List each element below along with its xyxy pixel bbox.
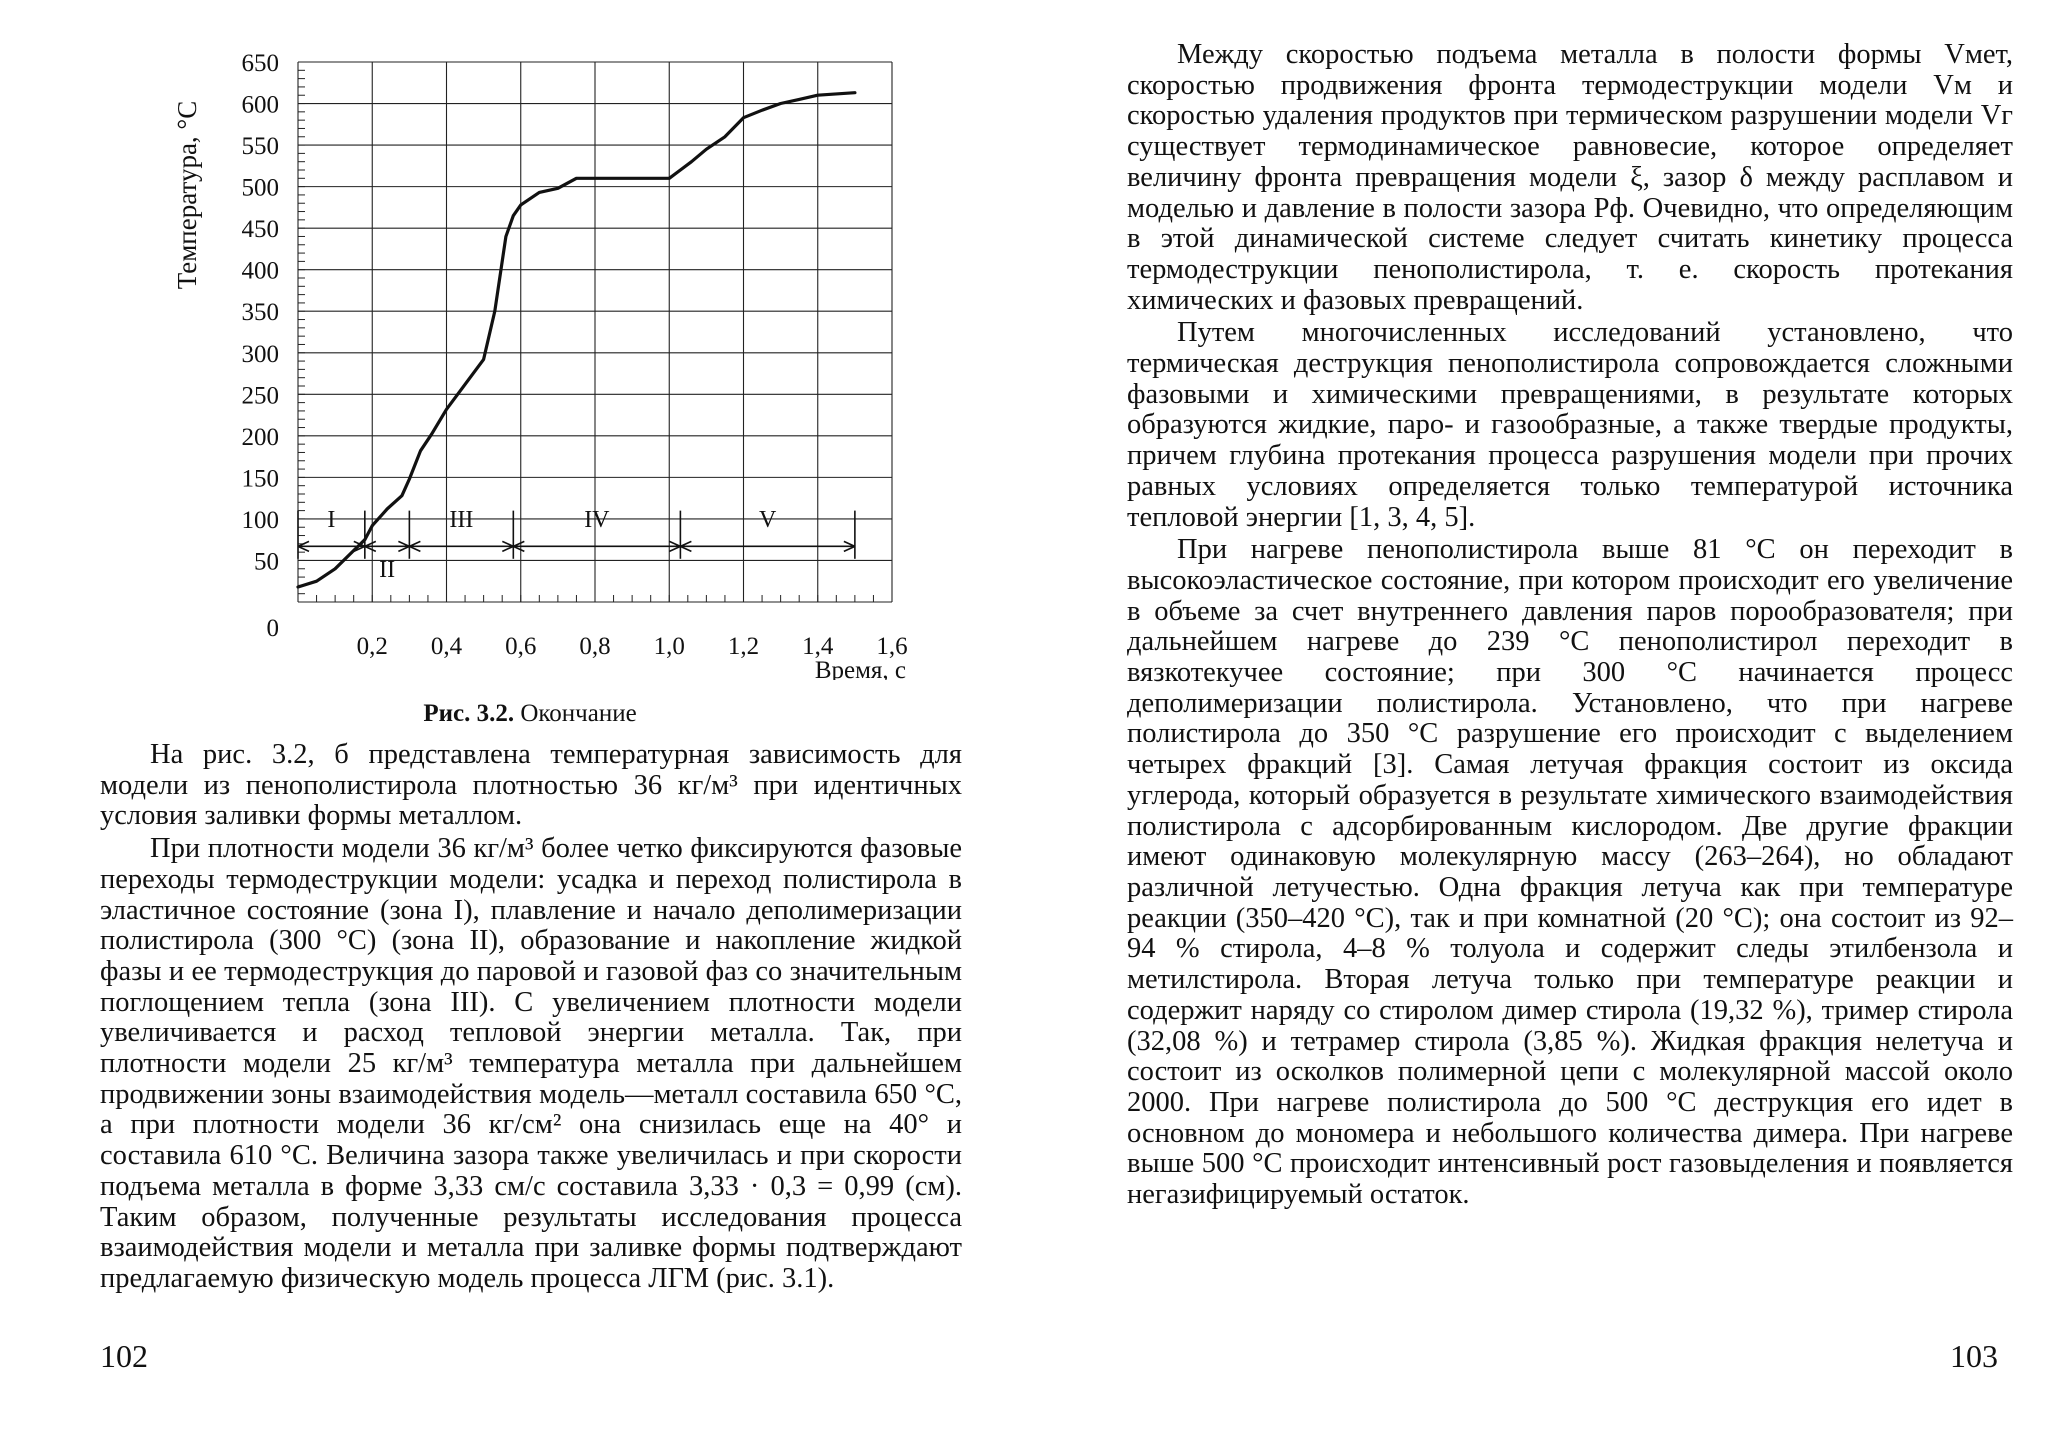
zone-arrow-head [512, 540, 525, 553]
y-tick-label: 0 [267, 615, 280, 642]
paragraph: Между скоростью подъема металла в полост… [1127, 39, 2013, 316]
caption-number: Рис. 3.2. [423, 700, 515, 727]
y-tick-label: 600 [242, 92, 280, 119]
paragraph: При плотности модели 36 кг/м³ более четк… [100, 833, 962, 1294]
caption-text: Окончание [514, 700, 637, 727]
y-tick-label: 300 [242, 341, 280, 368]
y-axis-label: Температура, °С [172, 101, 202, 290]
x-tick-label: 1,6 [876, 633, 907, 660]
zone-arrow-head [409, 540, 421, 553]
paragraph: Путем многочисленных исследований устано… [1127, 317, 2013, 533]
x-axis-label: Время, с [815, 657, 906, 680]
paragraph: При нагреве пенополистирола выше 81 °С о… [1127, 534, 2013, 1211]
y-tick-label: 450 [242, 216, 280, 243]
y-tick-label: 400 [242, 258, 280, 285]
y-tick-label: 350 [242, 299, 280, 326]
zone-arrow-head [501, 540, 514, 553]
x-tick-label: 1,2 [728, 633, 759, 660]
paragraph: На рис. 3.2, б представлена температурна… [100, 739, 962, 832]
page-number-left: 102 [100, 1338, 148, 1374]
x-tick-label: 0,2 [357, 633, 388, 660]
x-tick-label: 1,0 [654, 633, 685, 660]
y-tick-label: 550 [242, 133, 280, 160]
right-page: Между скоростью подъема металла в полост… [1030, 0, 2061, 1453]
x-tick-label: 0,6 [505, 633, 536, 660]
x-tick-labels: 0,2 0,4 0,6 0,8 1,0 1,2 1,4 1,6 [357, 633, 908, 660]
y-tick-label: 100 [242, 507, 280, 534]
y-tick-label: 500 [242, 175, 280, 202]
y-tick-label: 250 [242, 382, 280, 409]
zone-label: II [379, 557, 395, 583]
figure-caption: Рис. 3.2. Окончание [100, 700, 960, 728]
temperature-chart: 650600550500450400350300250200150100500 … [172, 50, 908, 680]
chart-minor-ticks [297, 61, 893, 603]
zone-label: I [327, 507, 335, 533]
temperature-curve [296, 91, 857, 589]
zone-label: IV [584, 507, 610, 533]
y-tick-label: 650 [242, 50, 280, 77]
zone-arrow-head [364, 540, 377, 553]
y-tick-label: 200 [242, 424, 280, 451]
zone-arrow-head [669, 540, 681, 553]
zone-arrow-head [398, 540, 410, 553]
y-tick-label: 50 [254, 548, 279, 575]
zone-arrow-head [843, 540, 856, 553]
left-page-text: На рис. 3.2, б представлена температурна… [100, 739, 962, 1295]
zone-arrow-head [680, 540, 692, 553]
zone-label: III [449, 507, 473, 533]
x-tick-label: 1,4 [802, 633, 834, 660]
zone-arrow-head [297, 540, 310, 553]
page-number-right: 103 [1950, 1338, 1998, 1374]
x-tick-label: 0,4 [431, 633, 463, 660]
chart-grid [297, 61, 893, 603]
y-tick-label: 150 [242, 465, 280, 492]
zone-label: V [759, 507, 777, 533]
x-tick-label: 0,8 [579, 633, 610, 660]
right-page-text: Между скоростью подъема металла в полост… [1127, 39, 2013, 1211]
